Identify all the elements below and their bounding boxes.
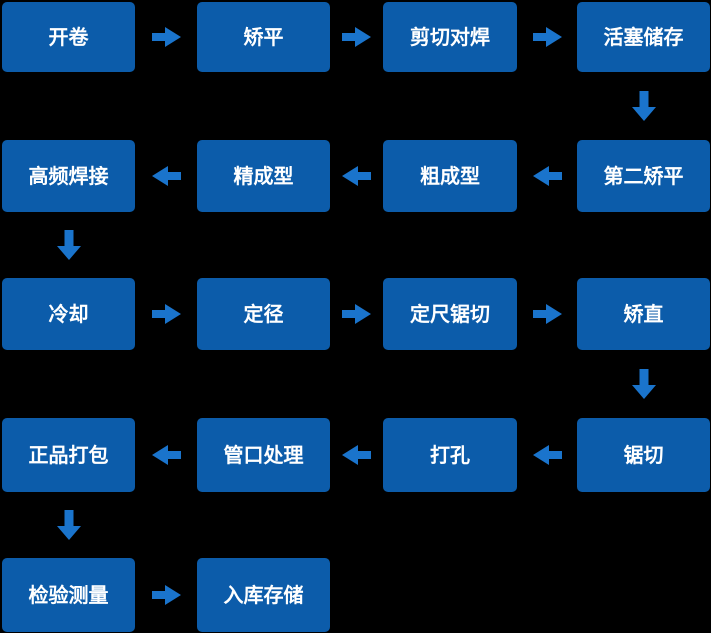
arrow-right-icon: [342, 27, 371, 47]
flow-step-sawing: 锯切: [577, 418, 710, 492]
arrow-down-icon: [57, 230, 81, 260]
flow-step-accumulator-storage: 活塞储存: [577, 2, 710, 72]
arrow-right-icon: [152, 27, 181, 47]
arrow-left-icon: [342, 166, 371, 186]
arrow-down-icon: [632, 91, 656, 121]
arrow-right-icon: [533, 27, 562, 47]
arrow-right-icon: [152, 304, 181, 324]
flow-step-pipe-end-treatment: 管口处理: [197, 418, 330, 492]
flow-step-second-leveling: 第二矫平: [577, 140, 710, 212]
flow-step-straightening: 矫直: [577, 278, 710, 350]
flow-step-shear-butt-welding: 剪切对焊: [383, 2, 517, 72]
arrow-left-icon: [342, 445, 371, 465]
flow-step-rough-forming: 粗成型: [383, 140, 517, 212]
flow-step-sizing: 定径: [197, 278, 330, 350]
flow-step-cut-to-length-sawing: 定尺锯切: [383, 278, 517, 350]
flow-step-uncoiling: 开卷: [2, 2, 135, 72]
arrow-left-icon: [152, 166, 181, 186]
flow-step-hf-welding: 高频焊接: [2, 140, 135, 212]
flow-step-inspection-measuring: 检验测量: [2, 558, 135, 632]
flow-step-cooling: 冷却: [2, 278, 135, 350]
flow-step-finished-packing: 正品打包: [2, 418, 135, 492]
flow-step-punching: 打孔: [383, 418, 517, 492]
flow-step-warehouse-storage: 入库存储: [197, 558, 330, 632]
arrow-left-icon: [533, 166, 562, 186]
arrow-left-icon: [152, 445, 181, 465]
arrow-down-icon: [632, 369, 656, 399]
arrow-left-icon: [533, 445, 562, 465]
arrow-right-icon: [152, 585, 181, 605]
flow-step-leveling: 矫平: [197, 2, 330, 72]
arrow-down-icon: [57, 510, 81, 540]
arrow-right-icon: [533, 304, 562, 324]
flow-step-fine-forming: 精成型: [197, 140, 330, 212]
arrow-right-icon: [342, 304, 371, 324]
